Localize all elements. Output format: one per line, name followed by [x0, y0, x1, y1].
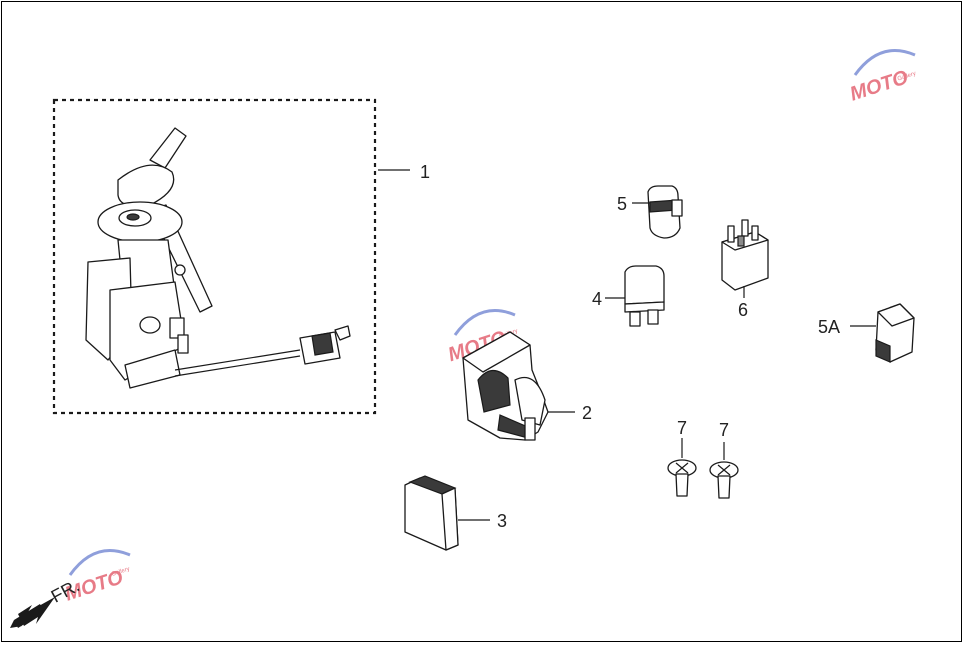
callout-7-right: 7 [719, 420, 729, 440]
callout-3: 3 [497, 511, 507, 531]
callout-7-left: 7 [677, 418, 687, 438]
part-5a-connector[interactable] [875, 303, 915, 363]
part-5-relay[interactable] [647, 185, 683, 239]
part-3-rubber-holder[interactable] [404, 475, 459, 551]
part-7-screw-left[interactable] [667, 459, 697, 497]
callout-4: 4 [592, 289, 602, 309]
front-direction-arrow-icon [10, 597, 55, 628]
watermark-top-right: MOTO Gallery [847, 49, 917, 106]
callout-2: 2 [582, 403, 592, 423]
part-1-group-box [52, 98, 377, 415]
part-2-regulator-cover[interactable] [462, 331, 549, 441]
part-4-relay[interactable] [624, 265, 665, 327]
callout-1: 1 [420, 162, 430, 182]
part-1-ignition-switch[interactable] [85, 127, 351, 389]
part-6-relay[interactable] [721, 219, 769, 291]
callout-6: 6 [738, 300, 748, 320]
watermark-sub: Gallery [897, 71, 917, 83]
part-7-screw-right[interactable] [709, 461, 739, 499]
callout-5: 5 [617, 194, 627, 214]
watermark-sub: Gallery [111, 566, 131, 578]
callout-5a: 5A [818, 317, 840, 337]
